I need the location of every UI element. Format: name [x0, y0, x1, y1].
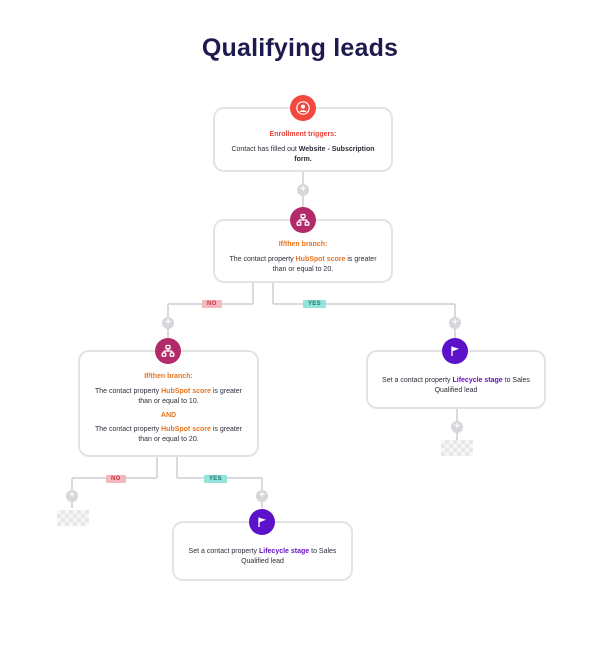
add-step-button[interactable]: + [449, 317, 461, 329]
and-operator: AND [160, 412, 177, 419]
page-title: Qualifying leads [201, 34, 399, 62]
branch-condition-text: is greater than or equal to 20. [272, 256, 377, 273]
person-icon [290, 95, 316, 121]
set-property-action-card[interactable]: Set a contact property Lifecycle stage t… [366, 350, 546, 409]
hubspot-score-property: HubSpot score [161, 426, 211, 433]
add-step-button[interactable]: + [256, 490, 268, 502]
end-placeholder [441, 440, 473, 456]
branch-condition-text: The contact property [94, 426, 162, 433]
yes-branch-tag: YES [204, 475, 227, 483]
trigger-text: Contact has filled out [231, 146, 299, 153]
no-branch-tag: NO [106, 475, 126, 483]
branch-condition-text: is greater than or equal to 20. [138, 426, 243, 443]
add-step-button[interactable]: + [66, 490, 78, 502]
if-then-branch-card[interactable]: If/then branch: The contact property Hub… [78, 350, 259, 457]
hubspot-score-property: HubSpot score [161, 388, 211, 395]
no-branch-tag: NO [202, 300, 222, 308]
branch-condition-text: The contact property [229, 256, 296, 263]
trigger-form-name: Website - Subscription form. [294, 146, 375, 163]
flag-icon [249, 509, 275, 535]
add-step-button[interactable]: + [451, 421, 463, 433]
lifecycle-stage-property: Lifecycle stage [452, 377, 503, 384]
lifecycle-stage-property: Lifecycle stage [258, 548, 310, 555]
add-step-button[interactable]: + [162, 317, 174, 329]
trigger-label: Enrollment triggers: [269, 131, 337, 138]
branch-condition-text: is greater than or equal to 10. [138, 388, 243, 405]
action-text: to Sales Qualified lead [434, 377, 530, 394]
yes-branch-tag: YES [303, 300, 326, 308]
branch-label: If/then branch: [278, 241, 328, 248]
add-step-button[interactable]: + [297, 184, 309, 196]
action-text: Set a contact property [188, 548, 259, 555]
branch-label: If/then branch: [144, 373, 193, 380]
branch-icon [290, 207, 316, 233]
flag-icon [442, 338, 468, 364]
action-text: to Sales Qualified lead [241, 548, 337, 565]
branch-icon [155, 338, 181, 364]
end-placeholder [57, 510, 89, 526]
action-text: Set a contact property [382, 377, 453, 384]
branch-condition-text: The contact property [94, 388, 162, 395]
hubspot-score-property: HubSpot score [295, 256, 346, 263]
